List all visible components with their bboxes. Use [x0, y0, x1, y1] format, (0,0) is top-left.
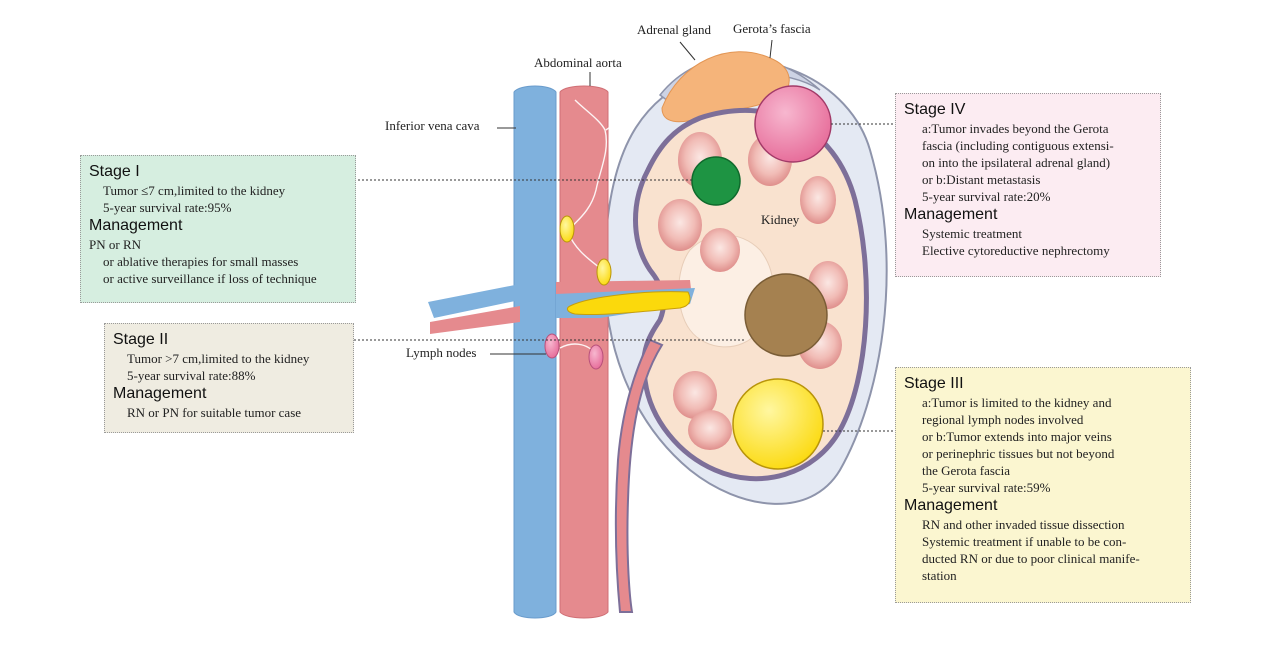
label-abdominal-aorta: Abdominal aorta: [534, 55, 622, 70]
label-kidney: Kidney: [761, 212, 800, 227]
stage4-title: Stage IV: [904, 101, 966, 118]
stage3-mgmt-3: ducted RN or due to poor clinical manife…: [922, 551, 1140, 566]
stage2-desc-1: Tumor >7 cm,limited to the kidney: [127, 351, 310, 366]
stage1-mgmt-1: PN or RN: [89, 237, 142, 252]
stage3-mgmt-1: RN and other invaded tissue dissection: [922, 517, 1125, 532]
stage4-desc-5: 5-year survival rate:20%: [922, 189, 1051, 204]
stage4-desc-3: on into the ipsilateral adrenal gland): [922, 155, 1111, 170]
label-inferior-vena-cava: Inferior vena cava: [385, 118, 480, 133]
stage2-desc-2: 5-year survival rate:88%: [127, 368, 256, 383]
label-gerotas-fascia: Gerota’s fascia: [733, 21, 811, 36]
stage2-management-title: Management: [113, 385, 207, 402]
stage2-title: Stage II: [113, 331, 169, 348]
stage3-desc-2: regional lymph nodes involved: [922, 412, 1084, 427]
stage1-mgmt-2: or ablative therapies for small masses: [103, 254, 299, 269]
stage4-desc-2: fascia (including contiguous extensi-: [922, 138, 1114, 153]
stage3-desc-6: 5-year survival rate:59%: [922, 480, 1051, 495]
lymph-node-pink-1: [544, 333, 560, 359]
lymphatic-lines: [559, 99, 641, 356]
stage1-management-title: Management: [89, 217, 183, 234]
stage3-management-title: Management: [904, 497, 998, 514]
tumor-stage2: [744, 273, 828, 357]
stage1-mgmt-3: or active surveillance if loss of techni…: [103, 271, 317, 286]
stage3-desc-3: or b:Tumor extends into major veins: [922, 429, 1112, 444]
stage2-mgmt-1: RN or PN for suitable tumor case: [127, 405, 302, 420]
stage3-box: Stage III a:Tumor is limited to the kidn…: [895, 367, 1191, 603]
label-adrenal-gland: Adrenal gland: [637, 22, 712, 37]
stage4-box: Stage IV a:Tumor invades beyond the Gero…: [895, 93, 1161, 277]
stage3-desc-5: the Gerota fascia: [922, 463, 1011, 478]
stage1-desc-1: Tumor ≤7 cm,limited to the kidney: [103, 183, 286, 198]
leader-lines: [354, 39, 895, 432]
lymph-node-yellow-2: [596, 258, 612, 286]
renal-vein-left: [428, 284, 520, 318]
stage3-mgmt-2: Systemic treatment if unable to be con-: [922, 534, 1127, 549]
stage3-desc-1: a:Tumor is limited to the kidney and: [922, 395, 1112, 410]
tumor-stage1: [691, 156, 741, 206]
stage3-mgmt-4: station: [922, 568, 957, 583]
stage4-mgmt-1: Systemic treatment: [922, 226, 1023, 241]
stage3-desc-4: or perinephric tissues but not beyond: [922, 446, 1115, 461]
stage4-mgmt-2: Elective cytoreductive nephrectomy: [922, 243, 1110, 258]
renal-artery-left: [430, 306, 520, 334]
tumor-stage4: [754, 85, 832, 163]
lymph-node-yellow-1: [559, 215, 575, 243]
stage4-management-title: Management: [904, 206, 998, 223]
label-lymph-nodes: Lymph nodes: [406, 345, 477, 360]
stage4-desc-4: or b:Distant metastasis: [922, 172, 1041, 187]
lymph-node-pink-2: [588, 344, 604, 370]
stage4-desc-1: a:Tumor invades beyond the Gerota: [922, 121, 1109, 136]
stage2-box: Stage II Tumor >7 cm,limited to the kidn…: [104, 323, 354, 433]
stage1-box: Stage I Tumor ≤7 cm,limited to the kidne…: [80, 155, 356, 303]
inferior-vena-cava: [513, 85, 557, 619]
tumor-thrombus: [566, 291, 691, 316]
stage3-title: Stage III: [904, 375, 964, 392]
stage1-desc-2: 5-year survival rate:95%: [103, 200, 232, 215]
stage1-title: Stage I: [89, 163, 140, 180]
ureter: [614, 338, 664, 613]
tumor-stage3: [732, 378, 824, 470]
